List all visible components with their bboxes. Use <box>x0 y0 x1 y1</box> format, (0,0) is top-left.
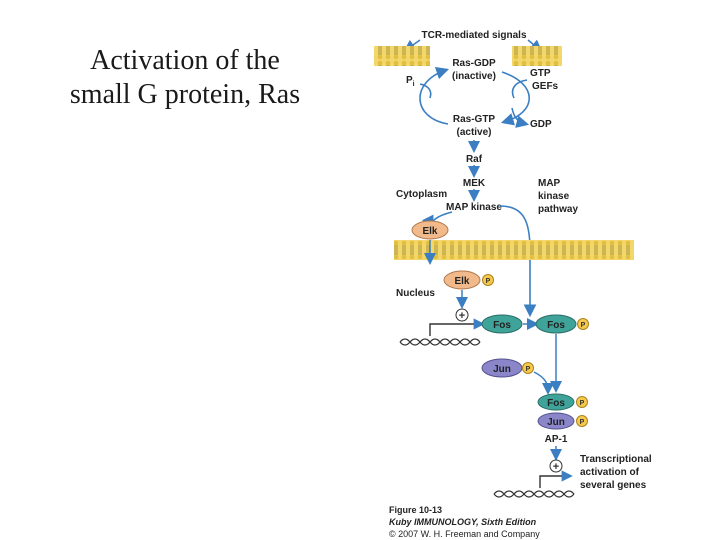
ap1-fos-phospho-badge <box>576 396 588 408</box>
ap1-fos-phospho-label: P <box>580 400 585 407</box>
elk-label-cytoplasm: Elk <box>422 226 437 237</box>
fos-phospho-protein <box>535 314 577 334</box>
raf-label: Raf <box>466 154 483 165</box>
slide-title-line-2: small G protein, Ras <box>69 79 301 110</box>
ap1-jun-phospho-label: P <box>580 419 585 426</box>
ras-gdp-inactive-label: (inactive) <box>452 71 496 82</box>
activation-plus-2 <box>549 459 563 473</box>
nuclear-membrane <box>394 240 634 260</box>
tcr-signals-label: TCR-mediated signals <box>421 30 526 41</box>
activation-plus-1-label: + <box>459 310 465 322</box>
transcription-start-arrow-2 <box>539 470 573 488</box>
jun-label: Jun <box>493 364 511 375</box>
fos-phospho-label: Fos <box>547 320 565 331</box>
plasma-membrane-right <box>512 46 562 66</box>
jun-phospho-badge <box>522 362 534 374</box>
dna-helix-2 <box>493 490 575 498</box>
fos-label: Fos <box>493 320 511 331</box>
ras-gtp-label: Ras-GTP <box>453 114 496 125</box>
ras-gdp-label: Ras-GDP <box>452 58 496 69</box>
pathway-label-2: kinase <box>538 191 570 202</box>
ap1-jun-phospho-badge <box>576 415 588 427</box>
transcription-label-3: several genes <box>580 480 647 491</box>
elk-protein-cytoplasm <box>411 220 449 240</box>
jun-to-ap1-arrow <box>533 371 554 395</box>
elk-phospho-label: P <box>486 278 491 285</box>
figure-copyright: © 2007 W. H. Freeman and Company <box>389 529 540 539</box>
pathway-label-1: MAP <box>538 178 561 189</box>
ap1-jun-subunit <box>537 412 575 430</box>
elk-label-nucleus: Elk <box>454 276 469 287</box>
ap1-fos-subunit <box>537 393 575 411</box>
slide-title: Activation of the small G protein, Ras <box>30 44 340 112</box>
ras-cycle-arrows <box>419 66 530 128</box>
phosphate-label: Pi <box>406 75 415 88</box>
transcription-label-2: activation of <box>580 467 640 478</box>
transcription-start-arrow-1 <box>429 318 485 336</box>
jun-phospho-badge-label: P <box>526 366 531 373</box>
plasma-membrane-left <box>374 46 430 66</box>
cytoplasm-label: Cytoplasm <box>396 189 447 200</box>
ap1-label: AP-1 <box>545 434 568 445</box>
gtp-label: GTP <box>530 68 551 79</box>
fos-phospho-badge <box>577 318 589 330</box>
ap1-fos-label: Fos <box>547 398 565 409</box>
gefs-label: GEFs <box>532 81 559 92</box>
ap1-jun-label: Jun <box>547 417 565 428</box>
map-kinase-label: MAP kinase <box>446 202 502 213</box>
figure-number: Figure 10-13 <box>389 505 442 515</box>
elk-protein-nucleus <box>443 270 481 290</box>
activation-plus-1 <box>455 308 469 322</box>
fos-protein <box>481 314 523 334</box>
dna-helix-1 <box>399 338 481 346</box>
gdp-label: GDP <box>530 119 552 130</box>
mek-label: MEK <box>463 178 486 189</box>
nucleus-label: Nucleus <box>396 288 435 299</box>
ras-gtp-active-label: (active) <box>456 127 491 138</box>
elk-phospho-badge <box>482 274 494 286</box>
slide-title-line-1: Activation of the <box>90 45 280 76</box>
fos-phospho-badge-label: P <box>581 322 586 329</box>
figure-source: Kuby IMMUNOLOGY, Sixth Edition <box>389 517 537 527</box>
transcription-label-1: Transcriptional <box>580 454 652 465</box>
activation-plus-2-label: + <box>553 461 559 473</box>
pathway-label-3: pathway <box>538 204 578 215</box>
